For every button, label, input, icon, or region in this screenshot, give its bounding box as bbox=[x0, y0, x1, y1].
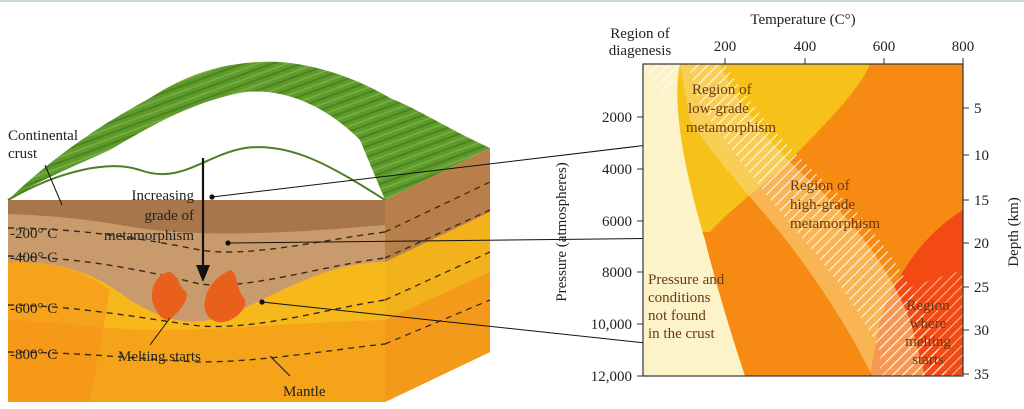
region-not-found-label-3: not found bbox=[648, 308, 706, 324]
isotherm-label-400: -400° C bbox=[10, 250, 57, 266]
melt-blob-right bbox=[204, 270, 246, 323]
region-diagenesis-hatch bbox=[643, 64, 680, 100]
y-tick-label-10000: 10,000 bbox=[591, 317, 632, 333]
y2-tick-label-15: 15 bbox=[974, 193, 989, 209]
isotherm-side-lines bbox=[384, 181, 491, 345]
continental-crust-label-2: crust bbox=[8, 146, 38, 162]
region-low-label-3: metamorphism bbox=[686, 120, 776, 136]
isotherm-side-800 bbox=[384, 299, 491, 345]
y2-ticks bbox=[963, 107, 969, 375]
x-axis-title: Temperature (C°) bbox=[750, 12, 855, 28]
x-tick-label-800: 800 bbox=[952, 39, 975, 55]
leader-low-grade bbox=[211, 139, 691, 198]
increasing-grade-label-3: metamorphism bbox=[104, 228, 194, 244]
region-diagenesis-label-2: diagenesis bbox=[609, 43, 672, 59]
increasing-arrow-head bbox=[196, 265, 210, 282]
increasing-grade-label-2: grade of bbox=[144, 208, 194, 224]
chart-frame bbox=[642, 63, 964, 377]
region-melting-label-3: melting bbox=[905, 334, 951, 350]
isotherm-side-200 bbox=[384, 181, 491, 233]
x-tick-label-600: 600 bbox=[873, 39, 896, 55]
region-diagenesis-label-1: Region of bbox=[610, 26, 670, 42]
pt-chart bbox=[637, 58, 969, 377]
isotherm-side-600 bbox=[384, 251, 491, 301]
isotherm-600 bbox=[8, 299, 385, 328]
y-tick-label-2000: 2000 bbox=[602, 110, 632, 126]
x-tick-label-400: 400 bbox=[794, 39, 817, 55]
region-not-found-label-1: Pressure and bbox=[648, 272, 725, 288]
region-high-label-3: metamorphism bbox=[790, 216, 880, 232]
y2-tick-label-25: 25 bbox=[974, 280, 989, 296]
isotherm-label-800: -800° C bbox=[10, 347, 57, 363]
y-axis-title: Pressure (atmospheres) bbox=[554, 162, 570, 302]
region-melting-label-4: starts bbox=[912, 352, 944, 368]
block-top-rim bbox=[7, 146, 386, 201]
block-side-mantle-deep bbox=[385, 272, 490, 402]
isotherm-label-600: -600° C bbox=[10, 301, 57, 317]
region-pale bbox=[643, 64, 745, 376]
isotherm-label-200: -200° C bbox=[10, 226, 57, 242]
leader-mantle bbox=[269, 355, 291, 377]
y2-tick-label-30: 30 bbox=[974, 323, 989, 339]
y2-tick-label-5: 5 bbox=[974, 101, 982, 117]
region-high-label-2: high-grade bbox=[790, 197, 855, 213]
isotherm-side-400 bbox=[384, 209, 491, 259]
region-high-label-1: Region of bbox=[790, 178, 850, 194]
chart-regions bbox=[643, 64, 963, 376]
block-front-band bbox=[8, 200, 385, 234]
y-tick-label-6000: 6000 bbox=[602, 214, 632, 230]
continental-crust-label-1: Continental bbox=[8, 128, 78, 144]
x-tick-label-200: 200 bbox=[714, 39, 737, 55]
region-melting-hatch bbox=[880, 270, 963, 376]
increasing-grade-label-1: Increasing bbox=[132, 188, 195, 204]
isotherm-lines bbox=[8, 227, 385, 363]
region-low-label-2: low-grade bbox=[688, 101, 749, 117]
y-tick-label-4000: 4000 bbox=[602, 162, 632, 178]
y2-tick-label-10: 10 bbox=[974, 148, 989, 164]
y2-tick-label-20: 20 bbox=[974, 236, 989, 252]
leader-melting-starts bbox=[149, 317, 171, 346]
leader-continental-crust bbox=[44, 164, 63, 206]
region-low-label-1: Region of bbox=[692, 82, 752, 98]
block-diagram bbox=[7, 61, 491, 402]
y-tick-label-12000: 12,000 bbox=[591, 369, 632, 385]
melt-blob-left bbox=[151, 272, 187, 320]
mantle-label: Mantle bbox=[283, 384, 326, 400]
y-ticks bbox=[637, 116, 643, 377]
region-hatched-band bbox=[688, 64, 948, 376]
block-front-heat bbox=[8, 262, 110, 402]
region-not-found-label-4: in the crust bbox=[648, 326, 715, 342]
region-melting-label-1: Region bbox=[906, 298, 950, 314]
region-not-found-label-2: conditions bbox=[648, 290, 711, 306]
region-melting-label-2: where bbox=[910, 316, 947, 332]
block-top-grass bbox=[8, 61, 490, 201]
melting-starts-label: Melting starts bbox=[118, 349, 201, 365]
y2-axis-title: Depth (km) bbox=[1006, 197, 1022, 267]
isotherm-800 bbox=[8, 343, 385, 363]
x-ticks bbox=[724, 58, 964, 64]
y-tick-label-8000: 8000 bbox=[602, 265, 632, 281]
isotherm-400 bbox=[8, 255, 385, 286]
y2-tick-label-35: 35 bbox=[974, 367, 989, 383]
block-front-mantle-deep bbox=[8, 320, 385, 402]
